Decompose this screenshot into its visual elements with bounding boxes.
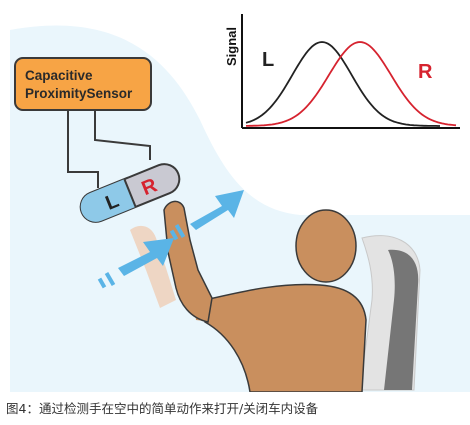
sensor-wires xyxy=(67,110,151,188)
driver-figure xyxy=(130,200,367,392)
motion-arrow-lower xyxy=(97,238,174,289)
signal-plot: Signal L R xyxy=(224,14,460,129)
curve-left-label: L xyxy=(262,49,274,71)
motion-arrow-upper xyxy=(169,190,244,241)
gesture-sensing-illustration: Capacitive ProximitySensor L R Signal L … xyxy=(10,14,470,392)
car-seat xyxy=(359,235,421,391)
curve-right-label: R xyxy=(418,61,433,83)
electrode-pad: L R xyxy=(79,163,181,223)
capacitive-proximity-sensor: Capacitive ProximitySensor xyxy=(14,57,152,111)
figure-caption: 图4：通过检测手在空中的简单动作来打开/关闭车内设备 xyxy=(6,401,319,416)
signal-curve-right xyxy=(246,41,457,127)
signal-curve-left xyxy=(245,41,440,127)
plot-ylabel: Signal xyxy=(224,27,239,66)
sensor-label-line2: ProximitySensor xyxy=(25,86,133,101)
sensor-label-line1: Capacitive xyxy=(25,68,93,83)
